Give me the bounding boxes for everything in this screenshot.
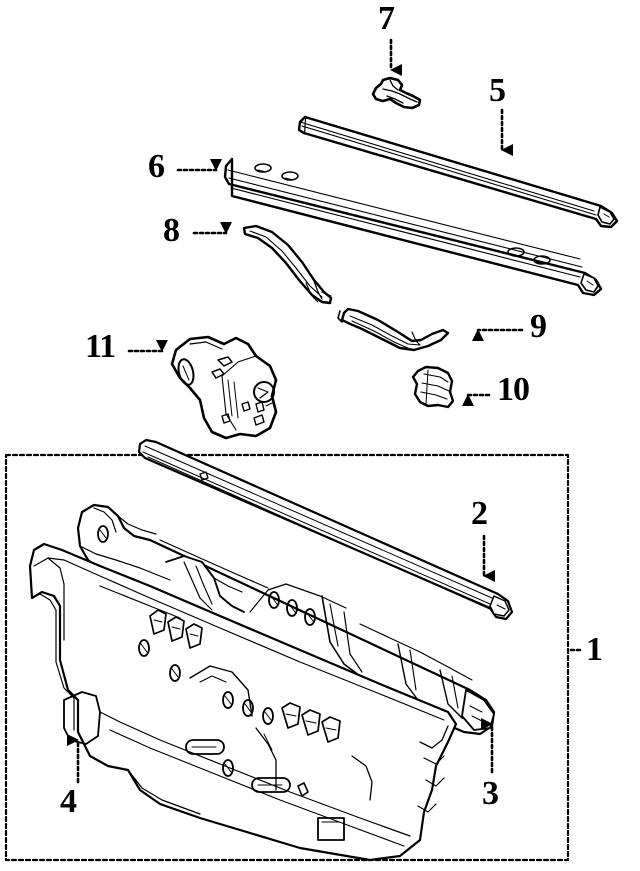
- callout-label-7: 7: [378, 0, 395, 37]
- callout-label-6: 6: [148, 148, 165, 185]
- callout-label-8: 8: [163, 212, 180, 249]
- callout-label-11: 11: [85, 328, 116, 365]
- part-2-upper-rail-beam: [137, 438, 514, 621]
- callout-label-5: 5: [489, 72, 506, 109]
- part-11-mount-bracket: [170, 335, 278, 440]
- part-7-retainer-clip: [371, 76, 422, 110]
- callout-label-9: 9: [530, 308, 547, 345]
- callout-label-3: 3: [482, 775, 499, 812]
- part-3-rear-crossmember: [76, 503, 496, 736]
- part-4-rear-body-panel: [28, 542, 458, 862]
- part-6-lower-long-beam: [223, 157, 603, 297]
- part-10-small-bracket: [411, 365, 455, 409]
- callout-label-10: 10: [497, 371, 530, 408]
- assembly-group-box: [4, 453, 570, 862]
- callout-label-4: 4: [60, 783, 77, 820]
- callout-label-1: 1: [586, 631, 603, 668]
- part-9-curved-reinforcement: [337, 307, 450, 352]
- part-5-upper-long-beam: [297, 115, 619, 229]
- callout-label-2: 2: [471, 495, 488, 532]
- part-8-corner-gusset: [242, 224, 333, 305]
